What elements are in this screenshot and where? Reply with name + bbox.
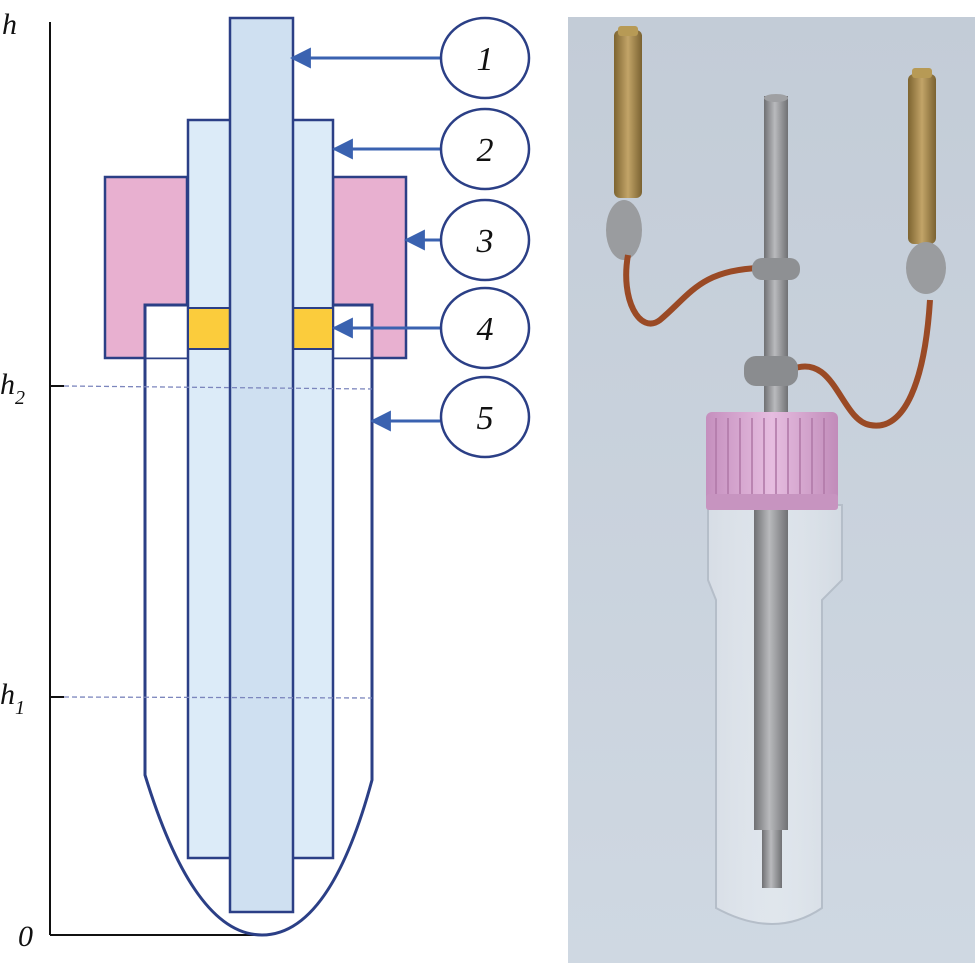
axis-h1-label: h1 [0, 678, 25, 719]
callout-1-number: 1 [477, 41, 494, 78]
axis-h1-subscript: 1 [15, 697, 25, 719]
callout-3-number: 3 [476, 223, 494, 260]
callout-4: 4 [439, 286, 531, 370]
schematic: h h2 h1 0 [0, 8, 531, 953]
axis-top-label: h [2, 8, 17, 41]
steel-rod-inside [754, 505, 788, 830]
callout-3: 3 [439, 198, 531, 282]
axis-zero-label: 0 [18, 920, 33, 953]
spacer-right [292, 307, 334, 350]
copper-wire-left [623, 254, 761, 327]
left-terminal-pin [614, 30, 642, 198]
left-terminal-tip [618, 26, 638, 36]
right-terminal-pin [908, 74, 936, 244]
h1-level-line [63, 696, 373, 699]
axis-h2-subscript: 2 [15, 387, 25, 409]
copper-wire-right [788, 299, 933, 429]
callout-1: 1 [439, 16, 531, 100]
callout-4-number: 4 [477, 311, 494, 348]
h2-level-line [63, 385, 373, 390]
spacer-left [187, 307, 231, 350]
right-terminal-tip [912, 68, 932, 78]
callout-2: 2 [439, 107, 531, 191]
axis-h1-letter: h [0, 678, 15, 711]
callout-5-number: 5 [477, 400, 494, 437]
axis-h2-label: h2 [0, 368, 25, 409]
device-photo [568, 17, 975, 963]
cap-ridges [715, 418, 825, 496]
steel-rod-tip [762, 830, 782, 888]
right-solder-joint [906, 242, 946, 294]
upper-wire-wrap [752, 258, 800, 280]
central-rod [228, 16, 295, 914]
left-solder-joint [606, 200, 642, 260]
axis-h2-letter: h [0, 368, 15, 401]
callout-2-number: 2 [477, 132, 494, 169]
callout-5: 5 [439, 375, 531, 459]
lower-wire-wrap [744, 356, 798, 386]
cap-band [706, 494, 838, 510]
steel-rod-end [764, 94, 788, 102]
